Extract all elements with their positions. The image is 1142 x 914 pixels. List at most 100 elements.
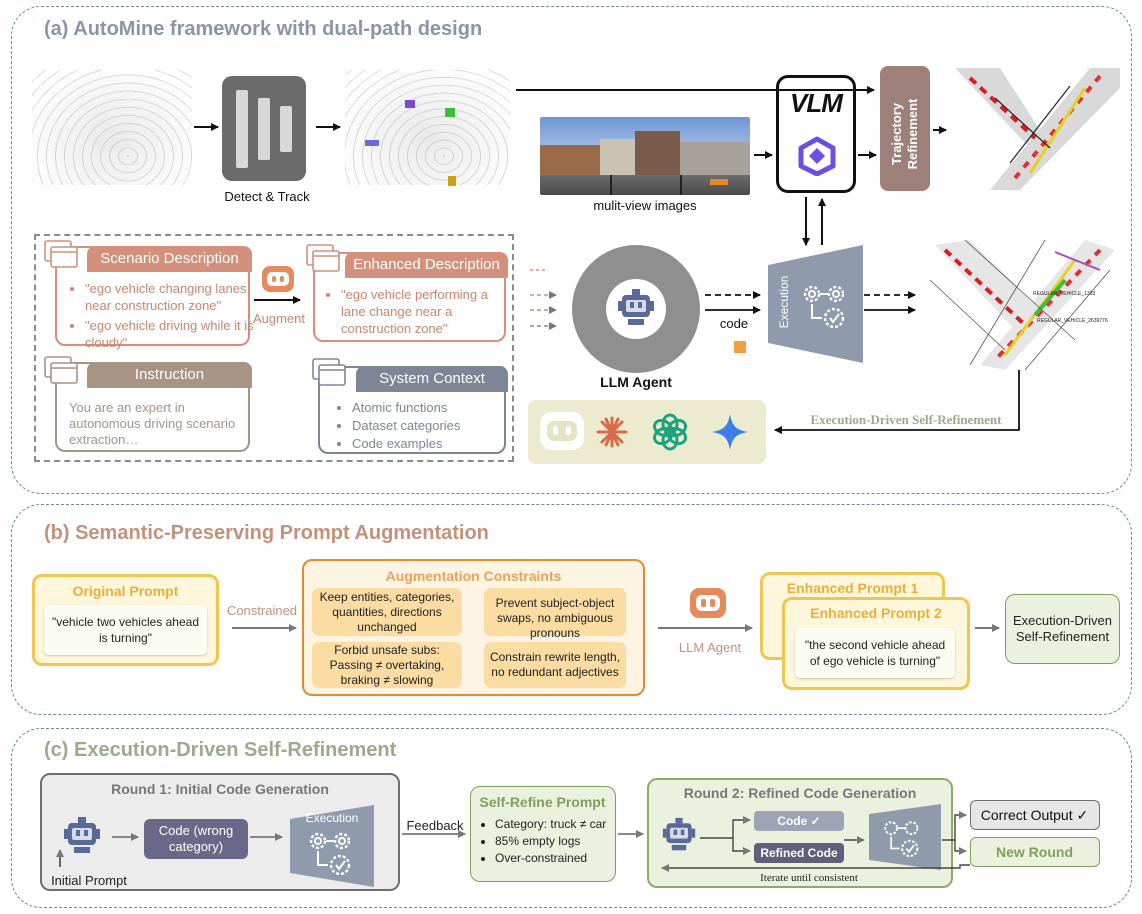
robot-logo-icon bbox=[540, 412, 584, 450]
vlm-logo: VLM bbox=[790, 88, 843, 118]
scenario-item: "ego vehicle changing lanes near constru… bbox=[85, 280, 255, 314]
edsr-loop-label: Execution-Driven Self-Refinement bbox=[810, 412, 1002, 427]
original-prompt-title: Original Prompt bbox=[72, 583, 179, 599]
edsr-box: Execution-Driven Self-Refinement bbox=[1005, 594, 1120, 664]
vlm-box: VLM bbox=[776, 75, 856, 193]
round1-title: Round 1: Initial Code Generation bbox=[111, 781, 329, 797]
map-result: REGULAR_VEHICLE_1333 REGULAR_VEHICLE_263… bbox=[925, 240, 1115, 370]
code-marker bbox=[734, 341, 746, 353]
detect-track-label: Detect & Track bbox=[224, 189, 310, 204]
initial-prompt-label: Initial Prompt bbox=[51, 873, 127, 888]
window-icon bbox=[312, 358, 346, 386]
scenario-title: Scenario Description bbox=[87, 246, 252, 272]
system-context-item: Code examples bbox=[352, 436, 517, 451]
wrong-code-box: Code (wrong category) bbox=[144, 819, 248, 859]
openai-icon bbox=[653, 413, 687, 451]
gear-icon bbox=[309, 832, 351, 876]
round2-box: Round 2: Refined Code Generation Code ✓ … bbox=[647, 778, 953, 888]
original-prompt-inner: "vehicle two vehicles ahead is turning" bbox=[44, 605, 207, 655]
augment-label: Augment bbox=[252, 311, 306, 326]
arrows-panel-c bbox=[56, 811, 970, 872]
window-icon bbox=[306, 244, 340, 272]
prompt-container bbox=[34, 234, 514, 462]
self-refine-title: Self-Refine Prompt bbox=[479, 794, 606, 810]
panel-c bbox=[11, 728, 1132, 908]
correct-output-label: Correct Output ✓ bbox=[980, 807, 1089, 823]
constraint-item: Constrain rewrite length, no redundant a… bbox=[484, 642, 626, 688]
constraint-item: Forbid unsafe subs: Passing ≠ overtaking… bbox=[312, 642, 462, 688]
gear-icon bbox=[884, 821, 919, 858]
self-refine-item: Over-constrained bbox=[495, 851, 625, 865]
enhanced-prompt-1-title: Enhanced Prompt 1 bbox=[786, 580, 919, 596]
round1-box: Round 1: Initial Code Generation Code (w… bbox=[40, 773, 400, 891]
constraints-card: Augmentation Constraints Keep entities, … bbox=[302, 559, 645, 696]
constrained-label: Constrained bbox=[226, 603, 298, 618]
feedback-label: Feedback bbox=[406, 818, 464, 833]
llm-agent-label-b: LLM Agent bbox=[678, 640, 742, 655]
window-icon bbox=[44, 356, 78, 384]
instruction-card: Instruction You are an expert in autonom… bbox=[55, 362, 252, 452]
enhanced-prompt-2-title: Enhanced Prompt 2 bbox=[810, 605, 942, 621]
gemini-icon bbox=[712, 414, 748, 450]
refined-code-box: Refined Code bbox=[754, 843, 844, 863]
system-context-item: Atomic functions bbox=[352, 400, 517, 415]
map-label-1: REGULAR_VEHICLE_1333 bbox=[1033, 291, 1095, 297]
system-context-item: Dataset categories bbox=[352, 418, 517, 433]
self-refine-box: Self-Refine Prompt Category: truck ≠ car… bbox=[470, 786, 616, 882]
enhanced-desc-title: Enhanced Description bbox=[345, 252, 508, 278]
robot-icon bbox=[662, 817, 696, 851]
execution-label: Execution bbox=[777, 275, 791, 329]
code-ok-box: Code ✓ bbox=[754, 811, 844, 831]
wrong-code-label: Code (wrong category) bbox=[158, 823, 234, 854]
panel-b-title: (b) Semantic-Preserving Prompt Augmentat… bbox=[44, 522, 489, 544]
code-label: code bbox=[719, 316, 749, 331]
enhanced-prompt-2-inner: "the second vehicle ahead of ego vehicle… bbox=[795, 628, 955, 678]
gear-icon bbox=[803, 285, 845, 329]
constraint-item: Keep entities, categories, quantities, d… bbox=[312, 588, 462, 636]
edsr-box-label: Execution-Driven Self-Refinement bbox=[1013, 613, 1112, 644]
iterate-label: Iterate until consistent bbox=[760, 872, 858, 884]
enhanced-desc-list: "ego vehicle performing a lane change ne… bbox=[327, 286, 513, 340]
system-context-card: System Context Atomic functions Dataset … bbox=[318, 366, 508, 454]
refined-code-label: Refined Code bbox=[760, 846, 838, 860]
new-round-label: New Round bbox=[996, 844, 1073, 860]
llm-agent-robot-icon bbox=[690, 588, 726, 618]
arrows-top-row bbox=[194, 86, 1020, 434]
window-icon bbox=[44, 240, 78, 268]
claude-icon bbox=[596, 416, 628, 448]
execution-label-r1: Execution bbox=[305, 811, 359, 825]
self-refine-item: Category: truck ≠ car bbox=[495, 817, 625, 831]
scenario-list: "ego vehicle changing lanes near constru… bbox=[71, 280, 255, 354]
self-refine-item: 85% empty logs bbox=[495, 834, 625, 848]
original-prompt-text: "vehicle two vehicles ahead is turning" bbox=[51, 615, 199, 645]
panel-b bbox=[11, 504, 1132, 715]
instruction-text: You are an expert in autonomous driving … bbox=[69, 400, 236, 447]
code-ok-label: Code ✓ bbox=[777, 814, 821, 828]
constraint-item: Prevent subject-object swaps, no ambiguo… bbox=[484, 588, 626, 640]
lidar-scan-detected bbox=[345, 70, 510, 186]
enhanced-desc-item: "ego vehicle performing a lane change ne… bbox=[341, 286, 513, 337]
detect-track-icon bbox=[222, 76, 306, 181]
system-context-list: Atomic functions Dataset categories Code… bbox=[338, 400, 517, 454]
trajectory-refinement-box: Trajectory Refinement bbox=[880, 66, 930, 191]
qwen-icon bbox=[798, 136, 836, 176]
multi-view-label: mulit-view images bbox=[593, 198, 697, 213]
new-round-box: New Round bbox=[970, 837, 1100, 867]
correct-output-box: Correct Output ✓ bbox=[970, 800, 1100, 830]
panel-a-title: (a) AutoMine framework with dual-path de… bbox=[44, 18, 483, 40]
enhanced-prompt-2-card: Enhanced Prompt 2 "the second vehicle ah… bbox=[782, 597, 970, 690]
execution-block-r1 bbox=[290, 805, 374, 887]
scenario-item: "ego vehicle driving while it is cloudy" bbox=[85, 317, 255, 351]
arrows-panel-b bbox=[232, 624, 1000, 632]
enhanced-desc-card: Enhanced Description "ego vehicle perfor… bbox=[313, 252, 508, 342]
lidar-scan-raw bbox=[32, 70, 192, 185]
execution-block-r2 bbox=[869, 804, 941, 870]
panel-a bbox=[11, 6, 1132, 494]
map-label-2: REGULAR_VEHICLE_2639776 bbox=[1037, 318, 1108, 324]
panel-c-title: (c) Execution-Driven Self-Refinement bbox=[44, 739, 397, 761]
scenario-card: Scenario Description "ego vehicle changi… bbox=[55, 246, 254, 350]
enhanced-prompt-2-text: "the second vehicle ahead of ego vehicle… bbox=[804, 638, 946, 668]
multi-view-images bbox=[540, 117, 750, 195]
execution-block bbox=[768, 245, 863, 363]
robot-icon bbox=[64, 817, 100, 853]
